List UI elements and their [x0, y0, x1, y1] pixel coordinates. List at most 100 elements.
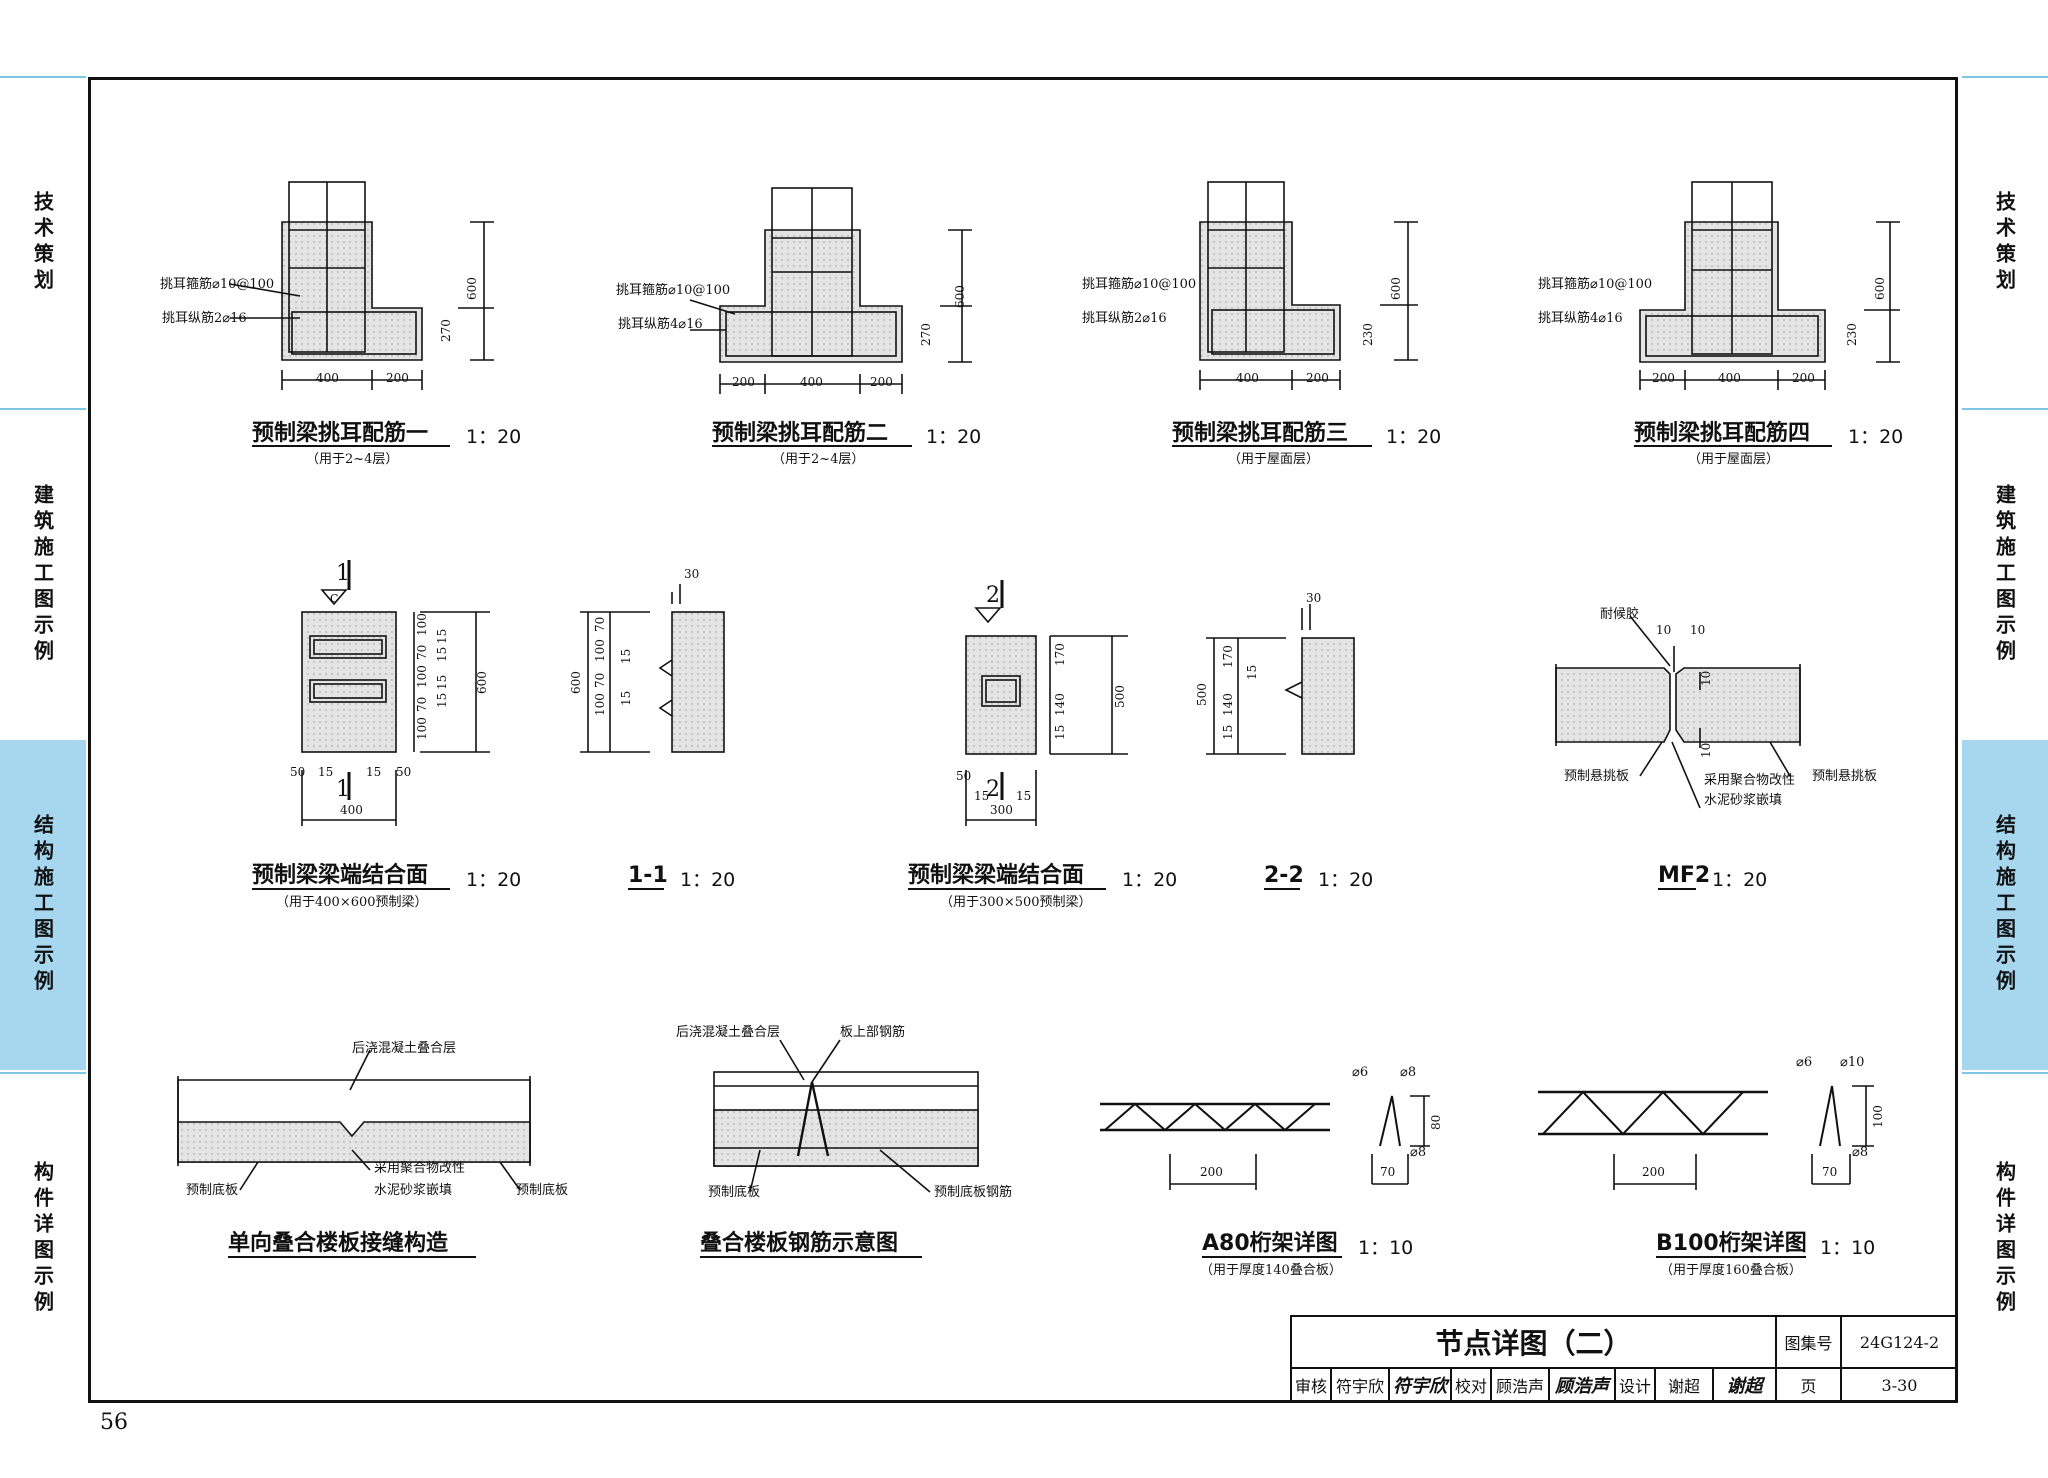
tab-left-2[interactable]: 建筑施工图示例	[0, 410, 86, 740]
tab-label: 构件详图示例	[1992, 1161, 2017, 1317]
beam-section-1	[229, 181, 494, 390]
d12-dim-h: 80	[1429, 1115, 1443, 1130]
d1-scale: 1：20	[466, 426, 521, 448]
d7-section-mark-bottom: 2	[986, 777, 1000, 802]
d7-scale: 1：20	[1122, 869, 1177, 891]
one-way-slab-joint	[177, 1049, 531, 1191]
checker-name: 顾浩声	[1492, 1367, 1550, 1403]
d12-scale: 1：10	[1358, 1237, 1413, 1259]
tab-right-4[interactable]: 构件详图示例	[1962, 1074, 2048, 1404]
tab-left-3[interactable]: 结构施工图示例	[0, 740, 86, 1070]
d11-label-left: 预制底板	[708, 1184, 760, 1200]
d1-note: （用于2~4层）	[306, 452, 398, 467]
d3-note: （用于屋面层）	[1228, 452, 1319, 467]
d10-label-left: 预制底板	[186, 1182, 238, 1198]
d5-section-mark-bottom: 1	[336, 777, 350, 802]
d6-dim-a: 70	[593, 617, 607, 632]
d12-label-a: ⌀6	[1352, 1065, 1368, 1080]
d9-label-glue: 耐候胶	[1600, 606, 1639, 622]
checker-signature: 顾浩声	[1550, 1367, 1616, 1403]
d9-label-fill: 采用聚合物改性	[1704, 773, 1795, 788]
d7-dim-b: 140	[1053, 693, 1067, 716]
tab-label: 技术策划	[30, 191, 55, 295]
tab-right-2[interactable]: 建筑施工图示例	[1962, 410, 2048, 740]
tab-right-3[interactable]: 结构施工图示例	[1962, 740, 2048, 1070]
d8-title: 2-2	[1264, 863, 1304, 888]
tab-divider	[0, 1072, 86, 1074]
d13-dim-b: 70	[1822, 1165, 1837, 1179]
design-label: 设计	[1616, 1367, 1656, 1403]
reviewer-name: 符宇欣	[1332, 1367, 1390, 1403]
d7-dim-h: 500	[1113, 685, 1127, 708]
d1-label-a: 挑耳箍筋⌀10@100	[160, 276, 274, 292]
atlas-number: 24G124-2	[1859, 1332, 1940, 1352]
d1-dim-h: 600	[465, 277, 479, 300]
tab-left-4[interactable]: 构件详图示例	[0, 1074, 86, 1404]
tab-left-1[interactable]: 技术策划	[0, 78, 86, 408]
d6-dim-h: 600	[569, 671, 583, 694]
beam-section-4	[1639, 181, 1900, 390]
d12-title: A80桁架详图	[1202, 1230, 1338, 1256]
title-block: 节点详图（二） 图集号 24G124-2 审核 符宇欣 符宇欣 校对 顾浩声 顾…	[1290, 1315, 1955, 1403]
tab-right-1[interactable]: 技术策划	[1962, 78, 2048, 408]
truss-b100	[1538, 1085, 1874, 1190]
d2-dim-ear: 270	[919, 323, 933, 346]
d2-dim-h: 600	[953, 285, 967, 308]
d1-dim-ear-w: 200	[386, 371, 409, 385]
beam-section-3	[1199, 181, 1418, 390]
title-block-row-1: 节点详图（二） 图集号 24G124-2	[1292, 1317, 1955, 1369]
d11-label-right: 预制底板钢筋	[934, 1184, 1012, 1200]
tab-divider	[0, 76, 86, 78]
d7-dim-f: 15	[1016, 789, 1031, 803]
d8-dim-c: 15	[1221, 725, 1235, 740]
d1-dim-ear: 270	[439, 319, 453, 342]
d9-label-right: 预制悬挑板	[1812, 769, 1877, 784]
d2-title: 预制梁挑耳配筋二	[712, 420, 888, 446]
d5-section-mark-top: 1	[336, 561, 350, 586]
d12-label-b: ⌀8	[1400, 1065, 1416, 1080]
d10-label-right: 预制底板	[516, 1182, 568, 1198]
page-number: 56	[100, 1410, 128, 1435]
check-label: 校对	[1452, 1367, 1492, 1403]
d1-label-b: 挑耳纵筋2⌀16	[162, 310, 247, 326]
section-2-2	[1206, 604, 1355, 755]
d4-dim-w: 400	[1718, 371, 1741, 385]
d7-dim-a: 170	[1053, 643, 1067, 666]
beam-end-face-300x500	[965, 580, 1128, 826]
d6-dim-top: 30	[684, 567, 699, 581]
d6-dim-e: 15	[619, 649, 633, 664]
d3-dim-ear: 230	[1361, 323, 1375, 346]
d12-label-c: ⌀8	[1410, 1145, 1426, 1160]
d8-dim-d: 15	[1245, 665, 1259, 680]
d4-dim-l: 200	[1652, 371, 1675, 385]
d4-label-b: 挑耳纵筋4⌀16	[1538, 310, 1623, 326]
d3-title: 预制梁挑耳配筋三	[1172, 420, 1348, 446]
d7-dim-d: 50	[956, 769, 971, 783]
d13-label-a: ⌀6	[1796, 1055, 1812, 1070]
d7-section-mark-top: 2	[986, 583, 1000, 608]
d13-dim-h: 100	[1871, 1105, 1885, 1128]
d10-label-fill: 采用聚合物改性	[374, 1161, 465, 1176]
d7-note: （用于300×500预制梁）	[940, 895, 1092, 910]
d3-dim-ear-w: 200	[1306, 371, 1329, 385]
d7-dim-w: 300	[990, 803, 1013, 817]
d13-dim-w: 200	[1642, 1165, 1665, 1179]
d5-title: 预制梁梁端结合面	[252, 862, 428, 888]
d5-dim-l: 15	[435, 675, 449, 690]
d1-dim-w: 400	[316, 371, 339, 385]
d8-dim-b: 140	[1221, 693, 1235, 716]
composite-slab-rebar	[713, 1039, 979, 1193]
d5-dim-b: 15	[318, 765, 333, 779]
d9-dim-a: 10	[1656, 623, 1671, 637]
d7-dim-c: 15	[1053, 725, 1067, 740]
d5-dim-d: 50	[396, 765, 411, 779]
designer-name: 谢超	[1656, 1367, 1714, 1403]
d12-dim-w: 200	[1200, 1165, 1223, 1179]
beam-end-face-400x600	[301, 560, 490, 826]
d2-label-b: 挑耳纵筋4⌀16	[618, 316, 703, 332]
d6-dim-b: 100	[593, 639, 607, 662]
d12-dim-b: 70	[1380, 1165, 1395, 1179]
d5-dim-h: 600	[475, 671, 489, 694]
tab-label: 建筑施工图示例	[1992, 484, 2017, 666]
